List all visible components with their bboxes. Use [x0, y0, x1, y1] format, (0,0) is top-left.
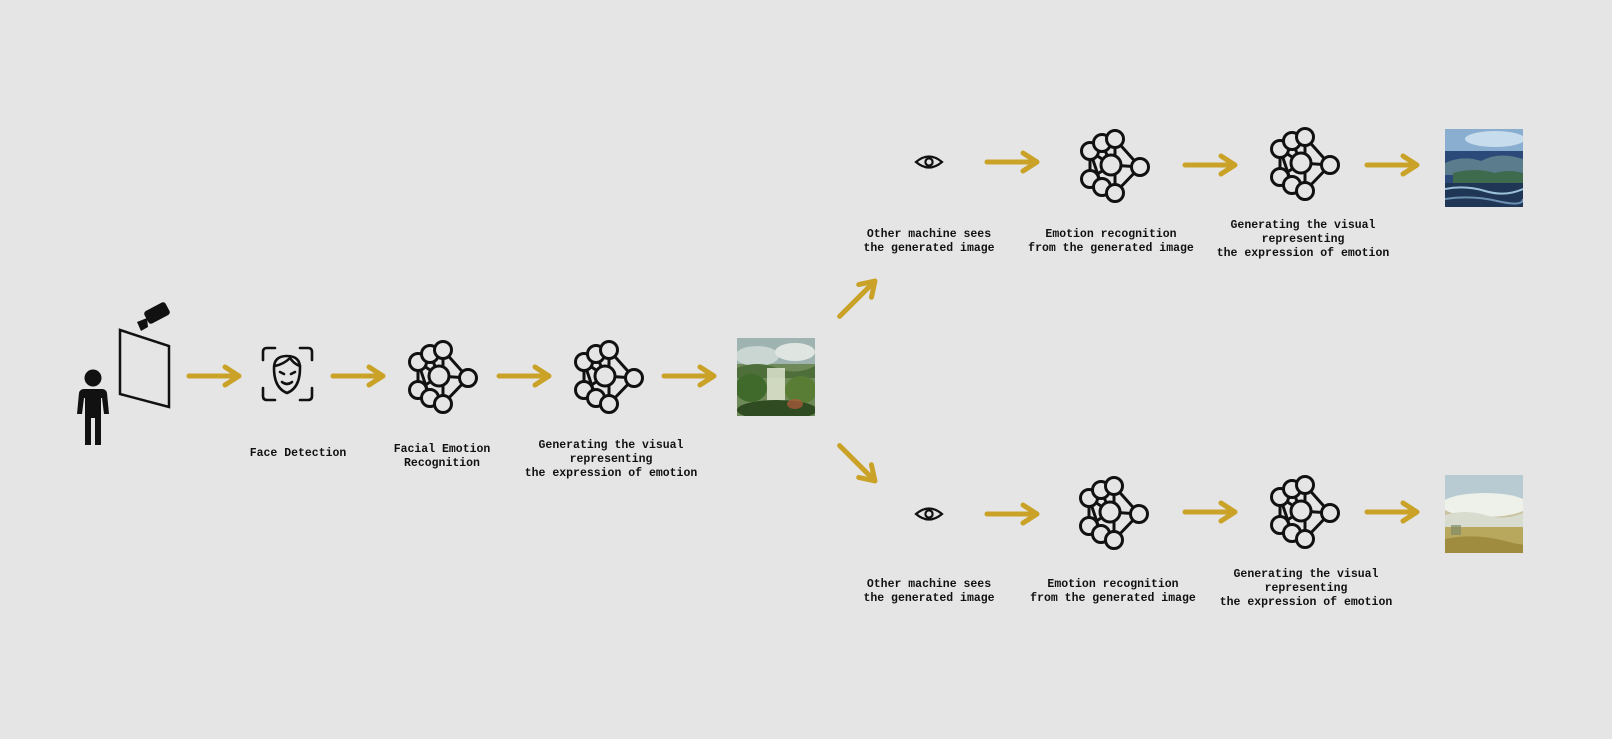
lower-generation-label: Generating the visual representing the e… — [1219, 568, 1393, 609]
seascape-image — [1445, 129, 1523, 207]
arrow-upper-to-output — [1367, 156, 1417, 174]
misty-landscape-image — [1445, 475, 1523, 553]
lower-recognition-label: Emotion recognition from the generated i… — [1030, 578, 1196, 605]
upper-recognition-label: Emotion recognition from the generated i… — [1028, 228, 1194, 255]
camera-icon — [137, 302, 170, 331]
lower-recognition-network-icon — [1079, 476, 1149, 550]
generated-landscape-image — [737, 338, 815, 416]
upper-recognition-network-icon — [1080, 129, 1150, 203]
facial-emotion-recognition-label: Facial Emotion Recognition — [393, 443, 491, 470]
arrow-to-emotion-recognition — [333, 367, 383, 385]
upper-generation-network-icon — [1270, 127, 1340, 201]
arrow-to-lower-branch — [833, 439, 881, 487]
upper-generation-label: Generating the visual representing the e… — [1216, 219, 1390, 260]
eye-icon — [914, 507, 944, 521]
screen-icon — [118, 328, 171, 409]
arrow-upper-to-generation — [1185, 156, 1235, 174]
face-detection-label: Face Detection — [249, 447, 347, 460]
arrow-to-generation — [499, 367, 549, 385]
lower-sees-label: Other machine sees the generated image — [863, 578, 995, 605]
upper-sees-label: Other machine sees the generated image — [863, 228, 995, 255]
face-scan-icon — [261, 346, 314, 402]
arrow-to-upper-branch — [833, 275, 881, 323]
arrow-lower-to-recognition — [987, 505, 1037, 523]
visual-generation-label: Generating the visual representing the e… — [524, 439, 698, 480]
arrow-lower-to-output — [1367, 503, 1417, 521]
eye-icon — [914, 155, 944, 169]
lower-generation-network-icon — [1270, 475, 1340, 549]
arrow-to-generated-image — [664, 367, 714, 385]
person-icon — [77, 369, 109, 445]
arrow-upper-to-recognition — [987, 153, 1037, 171]
visual-generation-network-icon — [574, 340, 644, 414]
facial-emotion-recognition-network-icon — [408, 340, 478, 414]
arrow-to-face-detection — [189, 367, 239, 385]
arrow-lower-to-generation — [1185, 503, 1235, 521]
